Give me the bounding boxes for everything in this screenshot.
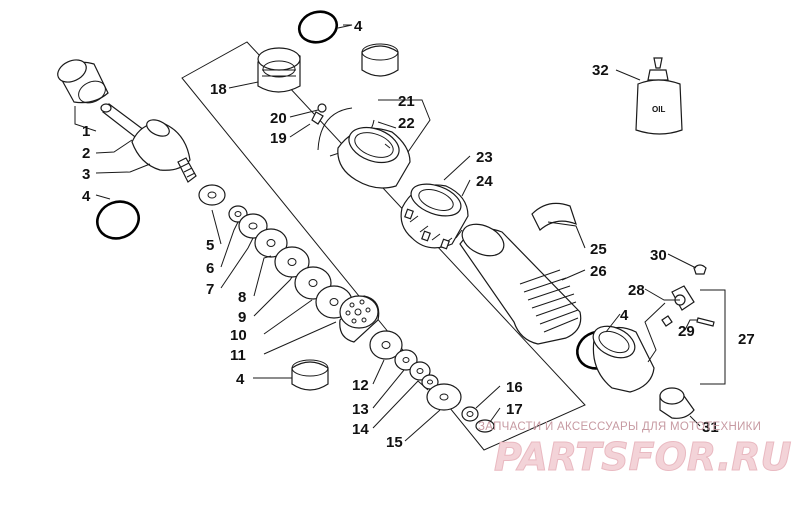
callout-labels: 1 2 3 4 4 4 4 5 6 7 8 9 10 11 12 13 14 1… [82,18,755,451]
callout-14: 14 [352,421,369,438]
part-27-reservoir [592,325,655,393]
part-22-seal-head [337,126,411,189]
callout-30: 30 [650,247,667,264]
part-3-eyelet [131,119,197,183]
callout-24: 24 [476,173,493,190]
callout-3: 3 [82,166,90,183]
callout-26: 26 [590,263,607,280]
part-12-shim [369,330,403,360]
callout-8: 8 [238,289,246,306]
part-4-oring-left [96,200,140,240]
part-19-screw [311,111,324,125]
part-28-fitting [661,285,695,327]
part-20-valve [317,103,327,113]
part-16-washer [461,406,479,422]
callout-20: 20 [270,110,287,127]
callout-19: 19 [270,130,287,147]
oil-label: OIL [652,105,665,114]
assembly-outline [181,41,586,451]
callout-27: 27 [738,331,755,348]
part-5-washer [198,184,226,206]
part-11-piston [339,295,380,343]
callout-29: 29 [678,323,695,340]
part-1-bumper [57,59,109,104]
callout-1: 1 [82,123,90,140]
leader-lines [74,24,726,442]
callout-4-lower: 4 [236,371,245,388]
part-17-nut [475,419,495,433]
part-4-band-top [361,43,399,77]
part-13-shim [394,349,418,371]
callout-15: 15 [386,434,403,451]
part-14-shim [409,361,431,381]
part-4-band-lower [291,359,329,391]
callout-4-right: 4 [620,307,629,324]
part-18-cap [257,47,301,93]
callout-22: 22 [398,115,415,132]
part-4-oring-top [297,10,339,44]
callout-4-top: 4 [354,18,363,35]
callout-10: 10 [230,327,247,344]
watermark-brand: PARTSFOR.RU [494,435,792,479]
callout-9: 9 [238,309,246,326]
callout-28: 28 [628,282,645,299]
callout-5: 5 [206,237,214,254]
callout-23: 23 [476,149,493,166]
callout-17: 17 [506,401,523,418]
part-8-shim [254,228,288,258]
part-31-bushing [659,387,695,419]
part-29-pin [696,317,715,327]
callout-7: 7 [206,281,214,298]
watermark-tagline: ЗАПЧАСТИ И АКСЕССУАРЫ ДЛЯ МОТОТЕХНИКИ [478,421,761,433]
watermark: ЗАПЧАСТИ И АКСЕССУАРЫ ДЛЯ МОТОТЕХНИКИ PA… [478,421,792,480]
part-25-shield [531,202,577,231]
part-32-oil-bottle: OIL [635,57,683,135]
callout-2: 2 [82,145,90,162]
callout-11: 11 [230,347,246,364]
callout-13: 13 [352,401,369,418]
callout-6: 6 [206,260,214,277]
callout-32: 32 [592,62,609,79]
callout-16: 16 [506,379,523,396]
part-15-washer [426,383,462,411]
callout-31: 31 [702,419,719,436]
part-26-body [459,223,582,345]
callout-21: 21 [398,93,415,110]
callout-12: 12 [352,377,369,394]
callout-18: 18 [210,81,227,98]
callout-25: 25 [590,241,607,258]
part-23-24-collar [400,183,469,250]
callout-4-left: 4 [82,188,91,205]
part-30-screw [693,264,707,275]
